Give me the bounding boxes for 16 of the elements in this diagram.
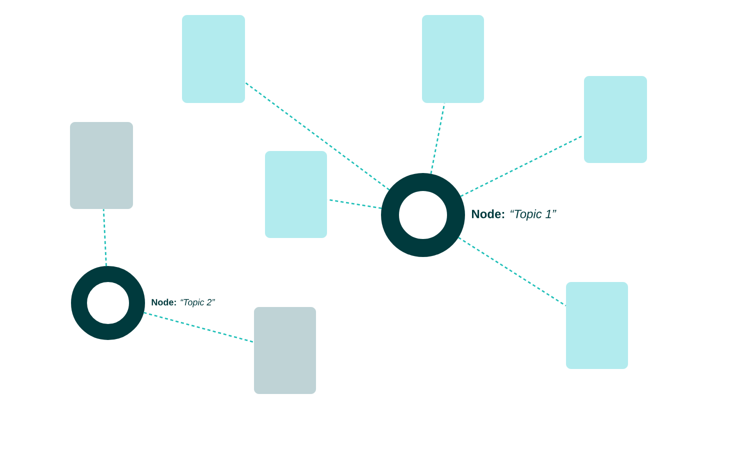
dashed-line: [430, 103, 446, 174]
dashed-line: [244, 82, 390, 190]
card: [265, 151, 327, 238]
card: [182, 15, 245, 103]
node-label: Node: “Topic 1”: [472, 209, 556, 221]
dashed-line: [144, 312, 254, 343]
dashed-line: [460, 134, 584, 197]
card: [584, 76, 647, 163]
dashed-line: [102, 209, 107, 266]
card: [566, 282, 628, 369]
dashed-line: [327, 198, 382, 209]
dashed-line: [458, 236, 566, 306]
node-label: Node: “Topic 2”: [152, 298, 216, 308]
card: [422, 15, 484, 103]
card: [70, 122, 133, 209]
card: [254, 307, 316, 394]
